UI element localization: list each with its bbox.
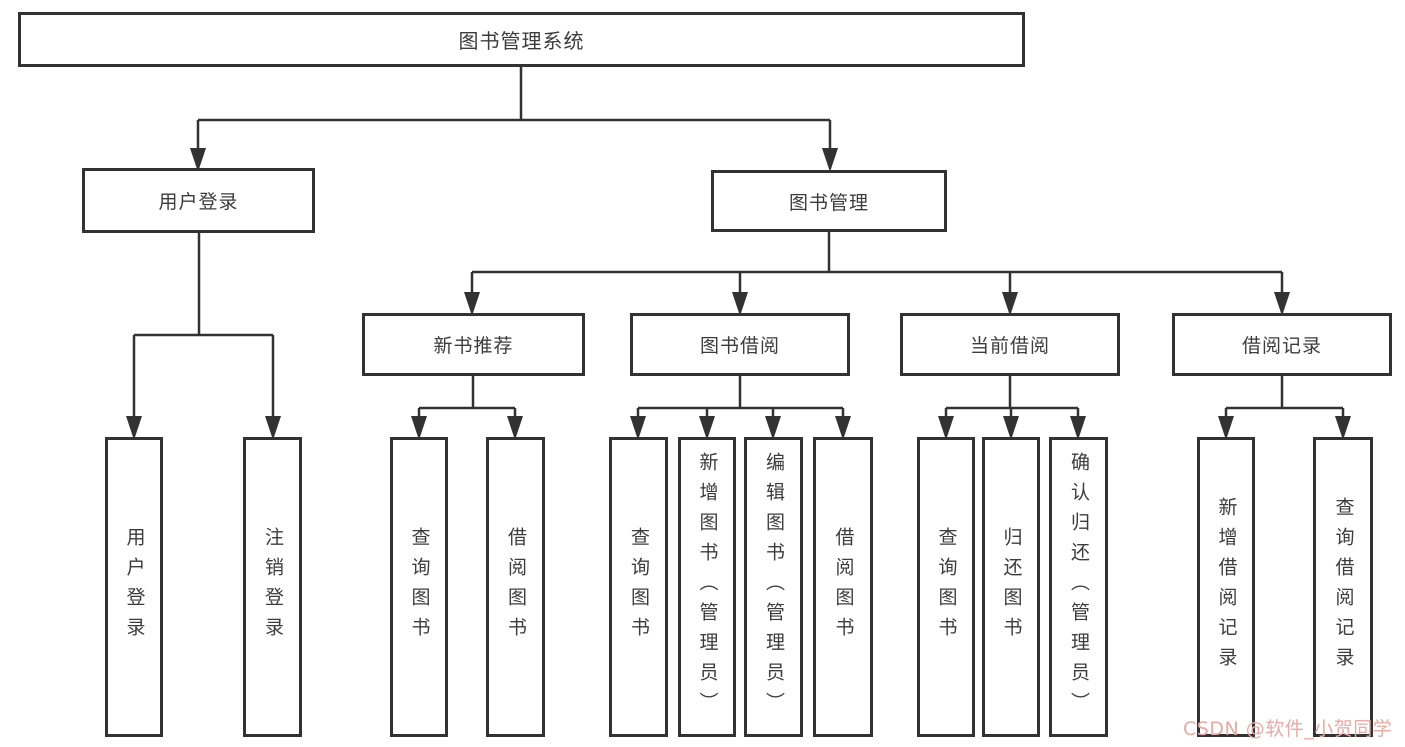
leaf-borrow-books: 借阅图书 — [813, 437, 873, 737]
node-borrowing-records: 借阅记录 — [1172, 313, 1392, 376]
leaf-recommend-query-books-label: 查询图书 — [408, 527, 431, 647]
node-borrowing-records-label: 借阅记录 — [1241, 335, 1322, 357]
leaf-recommend-borrow-books-label: 借阅图书 — [505, 527, 527, 647]
node-book-borrowing-label: 图书借阅 — [699, 335, 780, 357]
node-user-login-branch-label: 用户登录 — [158, 191, 239, 213]
node-book-management-label: 图书管理 — [788, 191, 869, 214]
connector-lines — [132, 67, 1345, 420]
node-new-book-recommend-label: 新书推荐 — [433, 335, 514, 357]
leaf-user-login: 用户登录 — [105, 437, 163, 737]
leaf-add-books-admin-label: 新增图书（管理员） — [696, 452, 719, 722]
leaf-recommend-borrow-books: 借阅图书 — [486, 437, 545, 737]
leaf-add-books-admin: 新增图书（管理员） — [678, 437, 736, 737]
leaf-add-borrow-record: 新增借阅记录 — [1197, 437, 1255, 737]
leaf-logout-label: 注销登录 — [262, 527, 284, 647]
leaf-return-books: 归还图书 — [982, 437, 1040, 737]
leaf-borrowing-query-books: 查询图书 — [609, 437, 668, 737]
node-current-borrowing: 当前借阅 — [900, 313, 1120, 376]
node-library-system-label: 图书管理系统 — [458, 29, 585, 53]
leaf-user-login-label: 用户登录 — [123, 527, 146, 647]
node-book-management: 图书管理 — [711, 170, 947, 232]
node-new-book-recommend: 新书推荐 — [362, 313, 585, 376]
node-user-login-branch: 用户登录 — [82, 168, 315, 233]
leaf-current-query-books-label: 查询图书 — [935, 527, 958, 647]
leaf-borrowing-query-books-label: 查询图书 — [628, 527, 650, 647]
leaf-confirm-return-admin: 确认归还（管理员） — [1049, 437, 1108, 737]
node-library-system: 图书管理系统 — [18, 12, 1025, 67]
node-current-borrowing-label: 当前借阅 — [969, 335, 1050, 357]
leaf-recommend-query-books: 查询图书 — [390, 437, 448, 737]
leaf-logout: 注销登录 — [243, 437, 302, 737]
csdn-watermark: CSDN @软件_小贺同学 — [1183, 718, 1393, 740]
leaf-current-query-books: 查询图书 — [917, 437, 975, 737]
leaf-add-borrow-record-label: 新增借阅记录 — [1215, 497, 1238, 677]
arrowhead-icons — [126, 148, 1351, 440]
leaf-query-borrow-record-label: 查询借阅记录 — [1332, 497, 1355, 677]
leaf-query-borrow-record: 查询借阅记录 — [1313, 437, 1373, 737]
leaf-edit-books-admin: 编辑图书（管理员） — [744, 437, 803, 737]
leaf-edit-books-admin-label: 编辑图书（管理员） — [763, 452, 785, 722]
node-book-borrowing: 图书借阅 — [630, 313, 850, 376]
leaf-return-books-label: 归还图书 — [1000, 527, 1023, 647]
leaf-borrow-books-label: 借阅图书 — [832, 527, 855, 647]
leaf-confirm-return-admin-label: 确认归还（管理员） — [1068, 452, 1090, 722]
